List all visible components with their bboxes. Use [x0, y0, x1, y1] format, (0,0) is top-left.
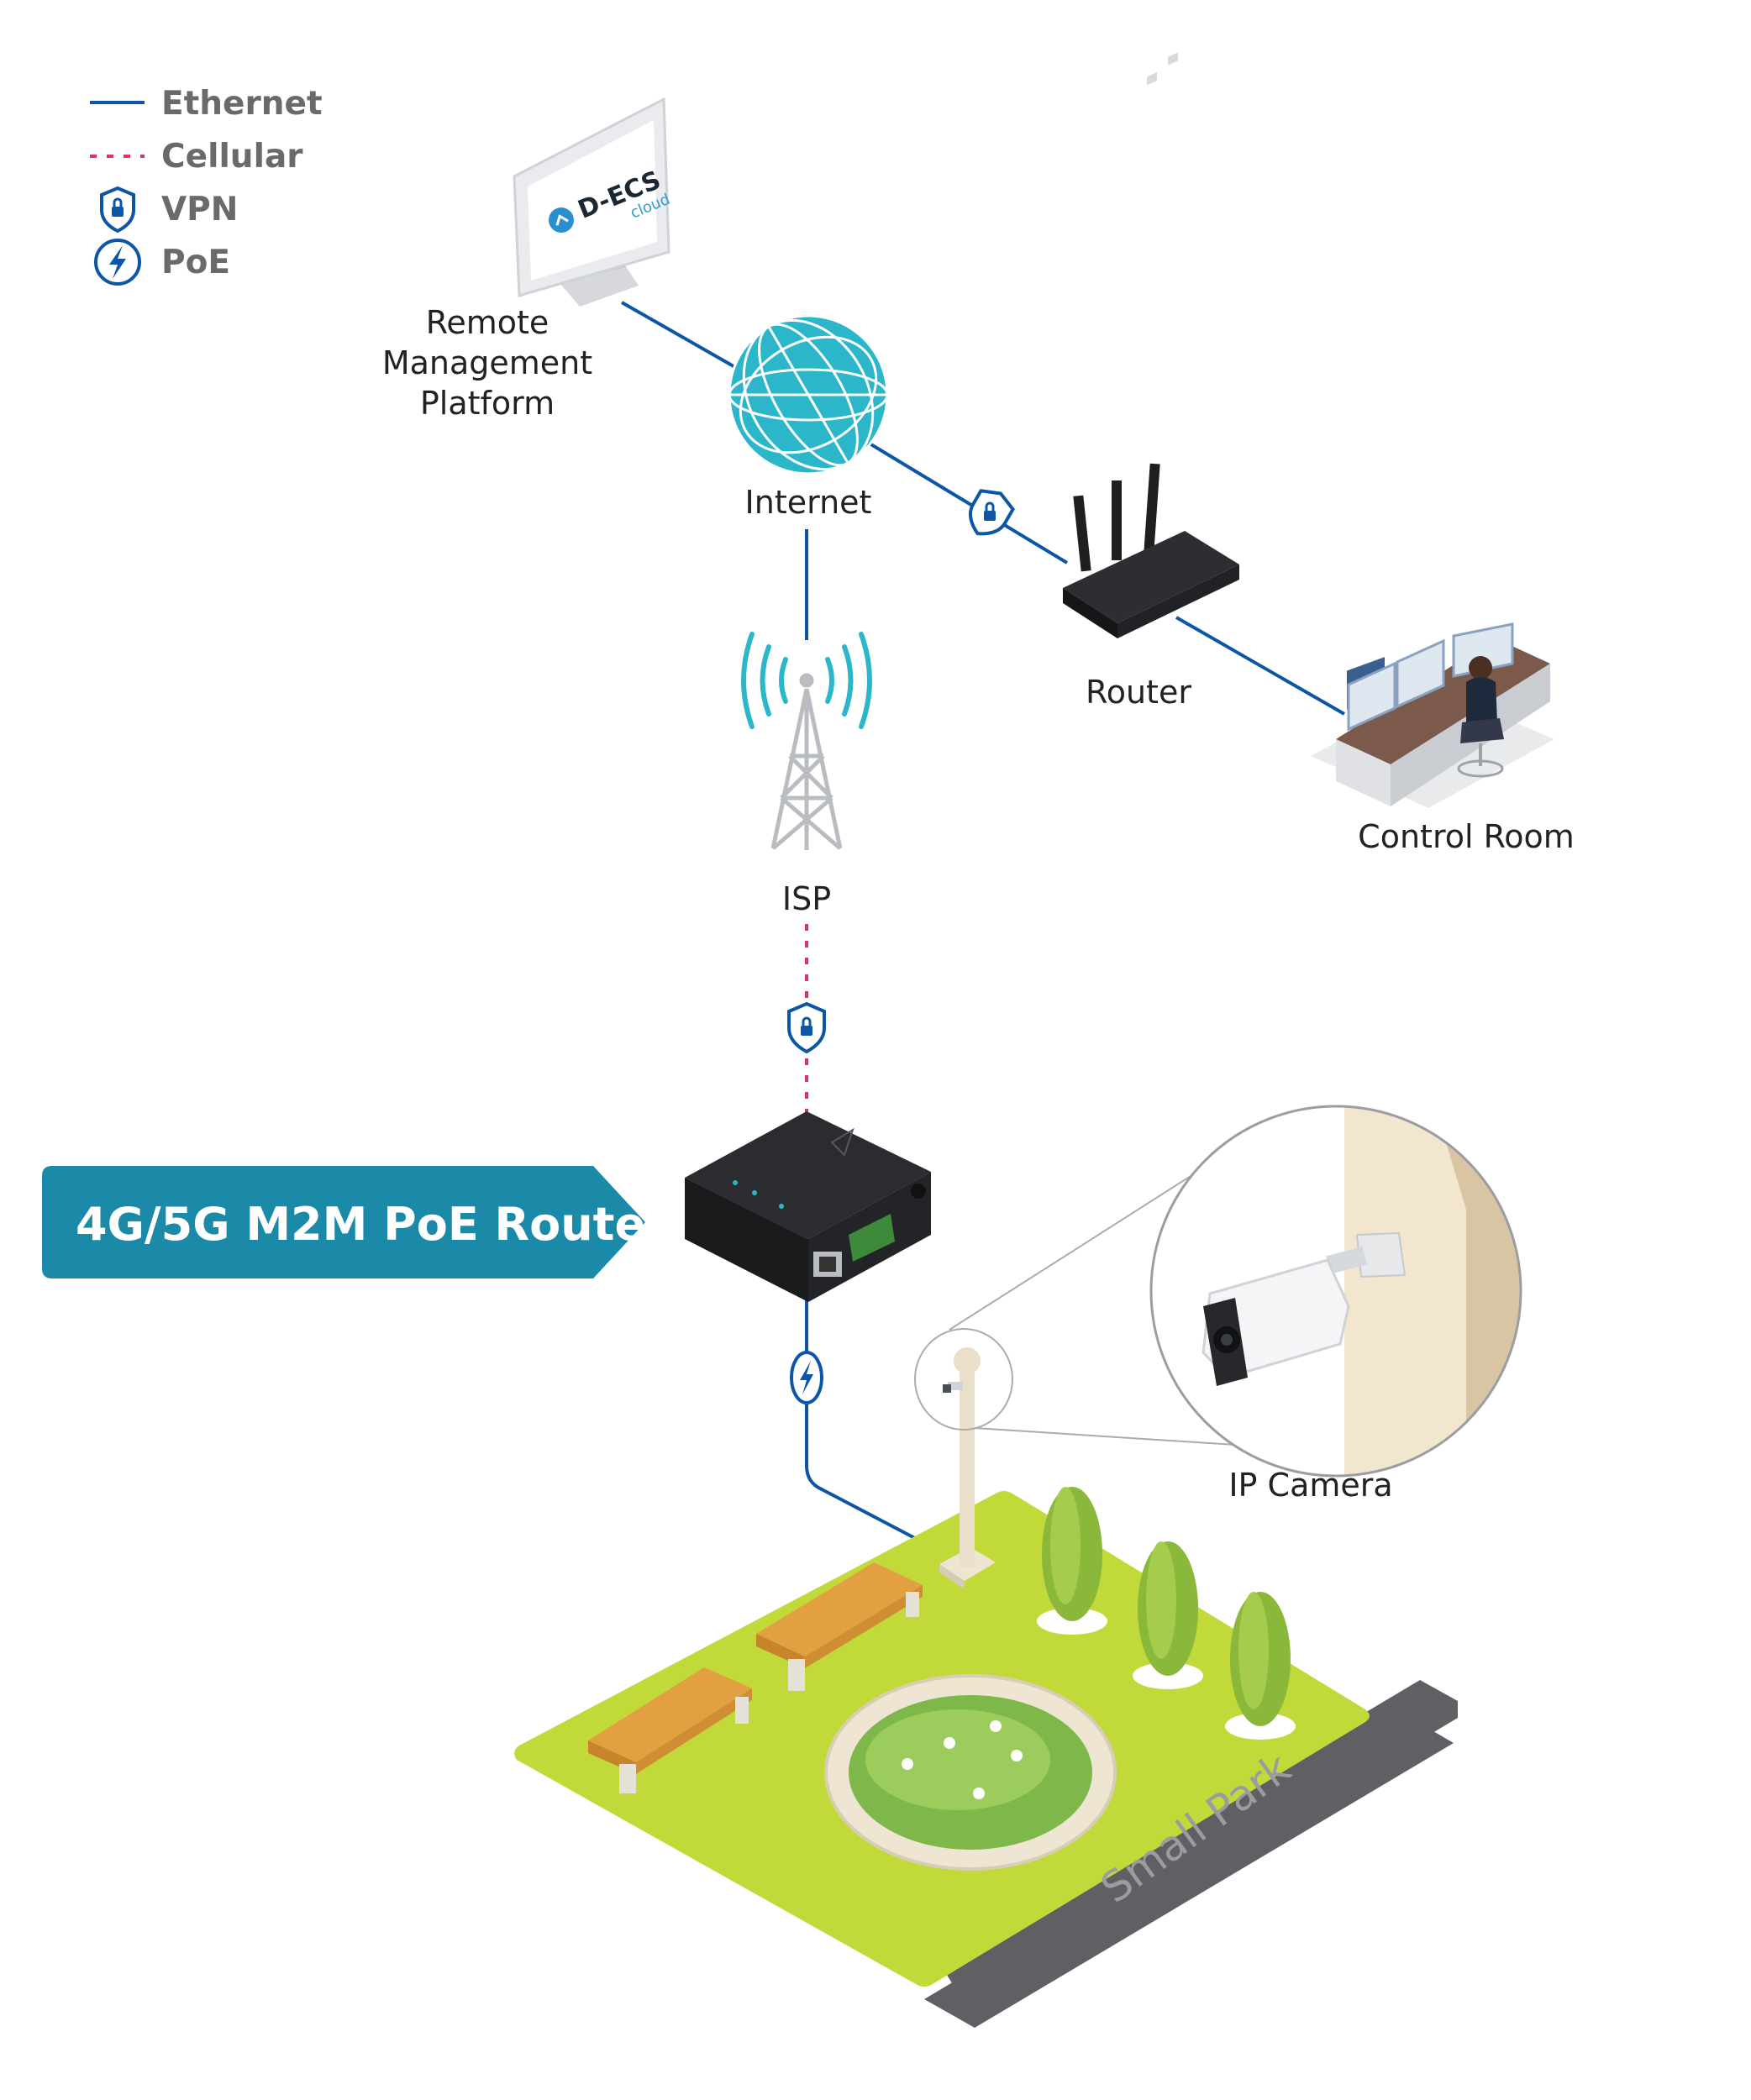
vpn-badge-router-icon — [968, 489, 1015, 536]
link-platform-internet — [621, 301, 740, 371]
remote-platform-label-3: Platform — [419, 385, 555, 422]
poe-badge-icon — [790, 1351, 823, 1404]
vpn-shield-icon — [100, 186, 135, 234]
flower-bed-icon — [824, 1674, 1117, 1871]
camera-pole-icon — [939, 1347, 996, 1589]
cell-tower-icon — [770, 673, 843, 850]
control-room-icon — [1311, 622, 1554, 808]
internet-label: Internet — [744, 484, 872, 521]
remote-platform-label-1: Remote — [425, 304, 549, 341]
remote-platform-label-2: Management — [381, 344, 593, 381]
legend-ethernet-label: Ethernet — [161, 85, 323, 123]
globe-icon — [728, 314, 889, 475]
legend-vpn-label: VPN — [161, 191, 239, 228]
product-banner — [42, 1166, 645, 1278]
router-label: Router — [1086, 674, 1191, 711]
zoom-callout — [914, 1171, 1236, 1446]
legend-poe-label: PoE — [161, 244, 231, 281]
poe-bolt-icon — [94, 239, 141, 286]
legend — [90, 101, 145, 286]
isp-label: ISP — [781, 880, 832, 917]
tree-icon — [1037, 1487, 1107, 1635]
ip-camera-label: IP Camera — [1228, 1467, 1393, 1504]
ip-camera-icon — [1202, 1231, 1407, 1386]
router-icon — [1063, 52, 1239, 638]
link-m2m-camera-poe — [805, 1298, 946, 1556]
bench-icon — [756, 1562, 923, 1691]
bench-icon — [588, 1667, 752, 1793]
vpn-badge-cellular-icon — [787, 1001, 826, 1054]
legend-cellular-label: Cellular — [161, 138, 303, 176]
tree-icon — [1225, 1592, 1296, 1740]
connections — [621, 301, 1345, 1556]
tree-icon — [1133, 1541, 1203, 1689]
banner-title: 4G/5G M2M PoE Router — [76, 1198, 668, 1251]
signal-waves-icon — [741, 632, 872, 729]
link-router-controlroom — [1175, 616, 1345, 716]
monitor-icon: D-ECS cloud — [513, 97, 672, 307]
m2m-router-icon — [685, 1111, 931, 1302]
link-internet-router — [864, 439, 1069, 564]
control-room-label: Control Room — [1358, 818, 1575, 855]
